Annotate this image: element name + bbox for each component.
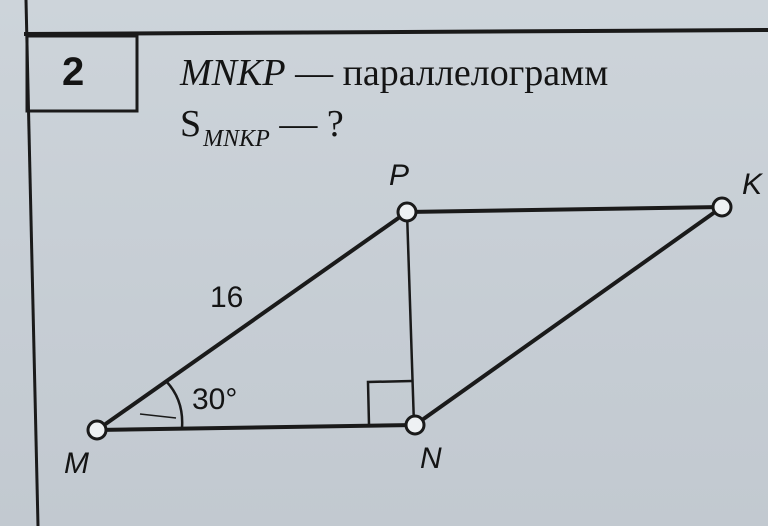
area-symbol: S — [180, 103, 202, 145]
task-statement: MNKP — параллелограмм — [180, 54, 608, 92]
question-mark: — ? — [269, 103, 344, 145]
figure-type: параллелограмм — [342, 52, 609, 94]
area-subscript: MNKP — [203, 126, 270, 152]
task-number-box — [25, 34, 139, 113]
vertex-K-label: K — [742, 168, 763, 201]
angle-tick-M — [139, 413, 177, 419]
angle-arc-M — [165, 380, 184, 429]
right-angle-mark — [366, 379, 413, 426]
vertex-K-point — [711, 196, 733, 218]
angle-M-value: 30° — [192, 383, 238, 416]
side-MP-length: 16 — [210, 281, 244, 314]
vertex-N-label: N — [420, 442, 442, 475]
dash: — — [285, 52, 343, 94]
figure-name: MNKP — [180, 52, 286, 94]
task-number: 2 — [62, 50, 85, 94]
altitude-PN — [405, 211, 416, 426]
task-question: SMNKP — ? — [180, 103, 344, 151]
side-MN — [96, 423, 416, 432]
vertex-N-point — [404, 414, 426, 436]
side-MP — [95, 210, 409, 432]
vertex-P-point — [396, 201, 418, 223]
side-PK — [406, 205, 723, 214]
vertex-M-point — [86, 419, 108, 441]
frame-top-line — [23, 28, 768, 36]
vertex-P-label: P — [389, 159, 410, 192]
side-KN — [413, 205, 724, 427]
vertex-M-label: M — [64, 447, 89, 480]
